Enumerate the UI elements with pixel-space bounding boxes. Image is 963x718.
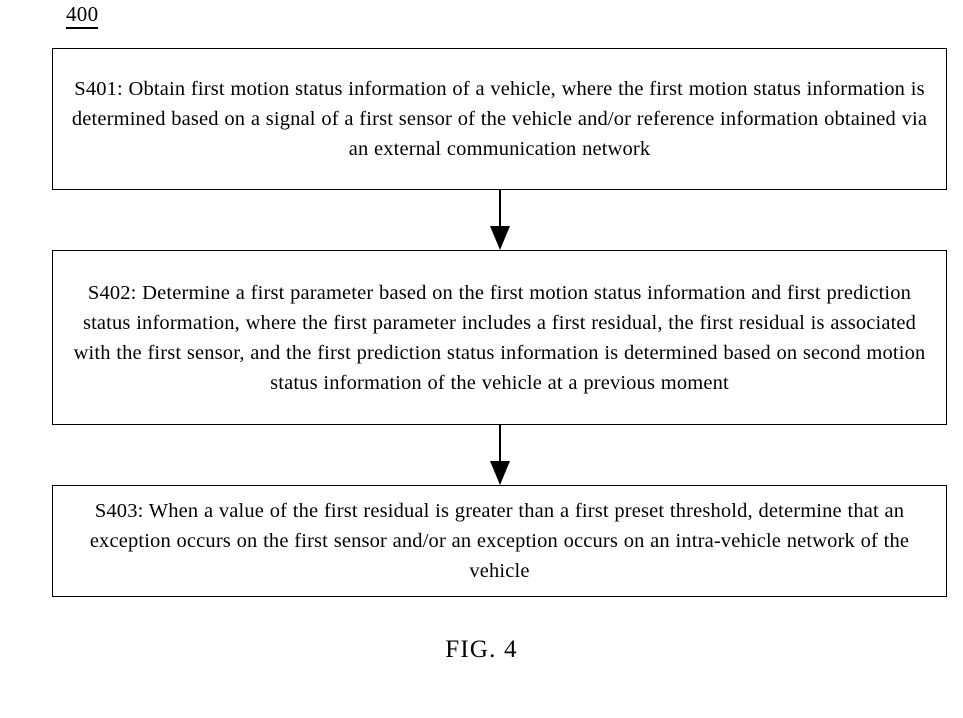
flow-node-s403-text: S403: When a value of the first residual…	[89, 500, 910, 582]
figure-caption: FIG. 4	[445, 636, 518, 663]
flow-node-s403: S403: When a value of the first residual…	[52, 485, 947, 597]
flow-node-s401: S401: Obtain first motion status informa…	[52, 48, 947, 190]
flow-edge-s402-to-s403	[0, 425, 963, 485]
flow-node-s402: S402: Determine a first parameter based …	[52, 250, 947, 425]
flow-node-s401-text: S401: Obtain first motion status informa…	[71, 78, 928, 160]
reference-numeral-400: 400	[66, 2, 99, 29]
flow-edge-s401-to-s402	[0, 190, 963, 250]
flow-node-s402-text: S402: Determine a first parameter based …	[73, 281, 926, 394]
